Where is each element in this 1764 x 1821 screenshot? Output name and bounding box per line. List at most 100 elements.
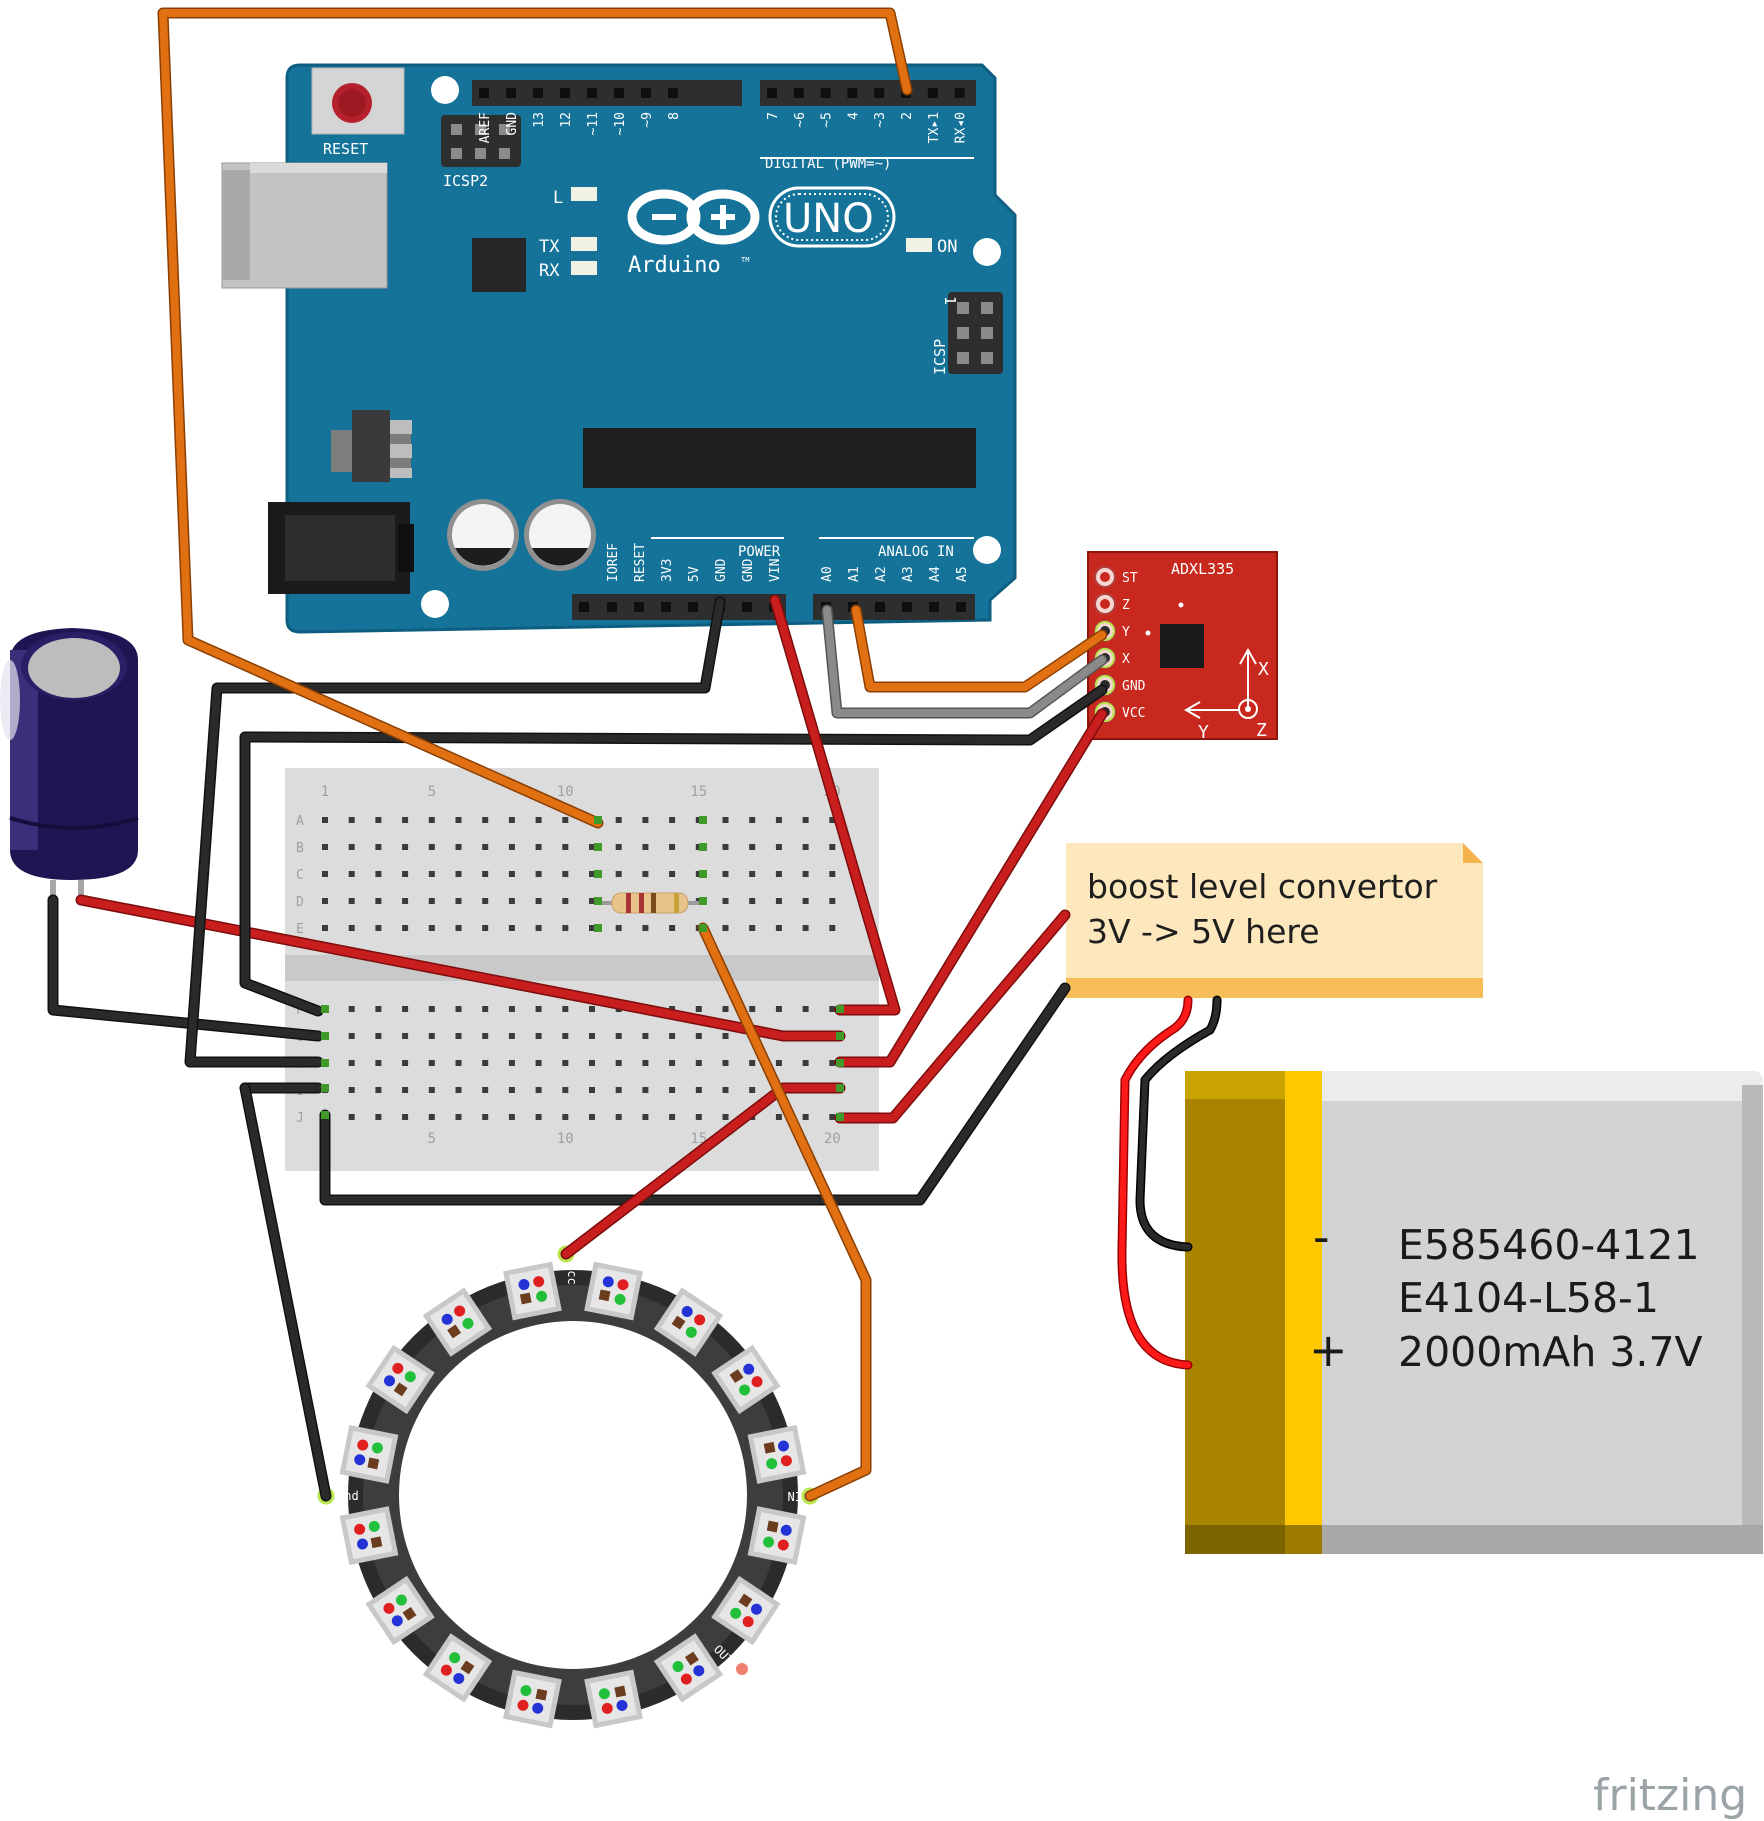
breadboard-hole[interactable] <box>375 844 382 850</box>
breadboard-hole[interactable] <box>508 1114 515 1120</box>
digital-pin[interactable] <box>533 88 543 98</box>
breadboard-hole[interactable] <box>535 871 542 877</box>
breadboard-hole[interactable] <box>482 898 489 904</box>
breadboard-hole[interactable] <box>535 844 542 850</box>
breadboard-hole[interactable] <box>775 1006 782 1012</box>
breadboard-hole[interactable] <box>589 871 595 877</box>
digital-pin[interactable] <box>587 88 597 98</box>
breadboard-hole[interactable] <box>722 1060 729 1066</box>
breadboard-hole[interactable] <box>749 1006 756 1012</box>
breadboard-hole[interactable] <box>375 1087 382 1093</box>
breadboard-hole[interactable] <box>348 844 355 850</box>
breadboard-hole[interactable] <box>562 1060 569 1066</box>
breadboard-hole[interactable] <box>669 817 676 823</box>
breadboard-hole[interactable] <box>695 844 702 850</box>
breadboard-hole[interactable] <box>455 898 462 904</box>
breadboard-hole[interactable] <box>535 925 542 931</box>
breadboard-hole[interactable] <box>669 1060 676 1066</box>
breadboard-hole[interactable] <box>375 1006 382 1012</box>
breadboard-hole[interactable] <box>802 871 809 877</box>
breadboard-hole[interactable] <box>322 871 328 877</box>
breadboard-hole[interactable] <box>589 844 595 850</box>
breadboard-hole[interactable] <box>402 844 409 850</box>
analog-pin[interactable] <box>929 602 939 612</box>
breadboard-hole[interactable] <box>562 925 569 931</box>
breadboard-hole[interactable] <box>402 925 409 931</box>
breadboard-hole[interactable] <box>402 871 409 877</box>
breadboard-hole[interactable] <box>455 1114 462 1120</box>
breadboard-hole[interactable] <box>642 1114 649 1120</box>
breadboard-hole[interactable] <box>722 871 729 877</box>
breadboard-hole[interactable] <box>322 844 328 850</box>
breadboard-hole[interactable] <box>348 1006 355 1012</box>
breadboard-hole[interactable] <box>589 1060 595 1066</box>
breadboard-hole[interactable] <box>695 1060 702 1066</box>
breadboard-hole[interactable] <box>348 1033 355 1039</box>
analog-pin[interactable] <box>956 602 966 612</box>
breadboard-hole[interactable] <box>375 817 382 823</box>
breadboard-hole[interactable] <box>482 871 489 877</box>
breadboard-hole[interactable] <box>775 1060 782 1066</box>
breadboard-hole[interactable] <box>802 1060 809 1066</box>
breadboard-hole[interactable] <box>722 898 729 904</box>
breadboard-hole[interactable] <box>669 1087 676 1093</box>
breadboard-hole[interactable] <box>775 844 782 850</box>
breadboard-hole[interactable] <box>482 844 489 850</box>
analog-pin[interactable] <box>875 602 885 612</box>
breadboard-hole[interactable] <box>348 1087 355 1093</box>
power-pin[interactable] <box>634 602 644 612</box>
breadboard-hole[interactable] <box>535 1006 542 1012</box>
breadboard-hole[interactable] <box>562 898 569 904</box>
breadboard-hole[interactable] <box>749 898 756 904</box>
breadboard-hole[interactable] <box>508 898 515 904</box>
breadboard-hole[interactable] <box>508 1033 515 1039</box>
breadboard-hole[interactable] <box>802 925 809 931</box>
breadboard-hole[interactable] <box>428 898 435 904</box>
breadboard-hole[interactable] <box>428 871 435 877</box>
breadboard-hole[interactable] <box>428 925 435 931</box>
breadboard-hole[interactable] <box>695 1087 702 1093</box>
breadboard-hole[interactable] <box>829 898 836 904</box>
breadboard-hole[interactable] <box>722 1033 729 1039</box>
breadboard-hole[interactable] <box>375 898 382 904</box>
breadboard-hole[interactable] <box>455 817 462 823</box>
breadboard-hole[interactable] <box>348 1114 355 1120</box>
power-pin[interactable] <box>742 602 752 612</box>
breadboard-hole[interactable] <box>348 925 355 931</box>
breadboard-hole[interactable] <box>669 844 676 850</box>
breadboard-hole[interactable] <box>829 925 836 931</box>
breadboard-hole[interactable] <box>482 1006 489 1012</box>
breadboard-hole[interactable] <box>535 1087 542 1093</box>
breadboard-hole[interactable] <box>642 1087 649 1093</box>
breadboard-hole[interactable] <box>829 1006 836 1012</box>
breadboard-hole[interactable] <box>402 817 409 823</box>
breadboard-hole[interactable] <box>722 925 729 931</box>
breadboard-hole[interactable] <box>535 1033 542 1039</box>
breadboard-hole[interactable] <box>802 817 809 823</box>
breadboard-hole[interactable] <box>455 1033 462 1039</box>
breadboard-hole[interactable] <box>642 925 649 931</box>
breadboard-hole[interactable] <box>589 1033 595 1039</box>
breadboard-hole[interactable] <box>348 1060 355 1066</box>
breadboard-hole[interactable] <box>669 1033 676 1039</box>
breadboard-hole[interactable] <box>562 817 569 823</box>
breadboard-hole[interactable] <box>669 925 676 931</box>
breadboard-hole[interactable] <box>375 1060 382 1066</box>
breadboard-hole[interactable] <box>402 898 409 904</box>
digital-pin[interactable] <box>614 88 624 98</box>
breadboard-hole[interactable] <box>562 1087 569 1093</box>
breadboard-hole[interactable] <box>775 817 782 823</box>
breadboard-hole[interactable] <box>829 1114 836 1120</box>
breadboard-hole[interactable] <box>615 1033 622 1039</box>
breadboard-hole[interactable] <box>375 1114 382 1120</box>
breadboard-hole[interactable] <box>615 925 622 931</box>
reset-button[interactable] <box>311 67 405 135</box>
breadboard-hole[interactable] <box>402 1114 409 1120</box>
breadboard-hole[interactable] <box>615 1087 622 1093</box>
breadboard-hole[interactable] <box>508 817 515 823</box>
breadboard-hole[interactable] <box>375 871 382 877</box>
digital-pin[interactable] <box>927 88 938 98</box>
breadboard-hole[interactable] <box>615 871 622 877</box>
breadboard-hole[interactable] <box>402 1033 409 1039</box>
power-pin[interactable] <box>688 602 698 612</box>
